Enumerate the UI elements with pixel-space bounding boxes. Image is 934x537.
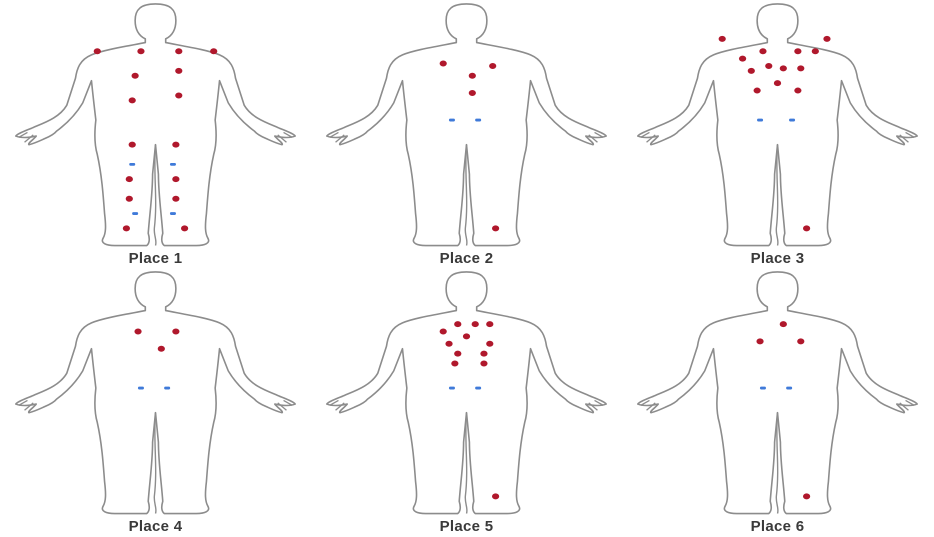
- blue-marker: [170, 163, 176, 166]
- blue-marker: [757, 119, 763, 122]
- red-marker: [94, 48, 101, 54]
- red-marker: [129, 142, 136, 148]
- red-marker: [172, 176, 179, 182]
- body-panel: Place 2: [311, 0, 622, 268]
- body-diagram: [0, 268, 311, 536]
- red-marker: [172, 329, 179, 335]
- red-marker: [803, 225, 810, 231]
- red-marker: [123, 225, 130, 231]
- red-marker: [175, 92, 182, 98]
- body-panel: Place 5: [311, 268, 622, 536]
- red-marker: [719, 36, 726, 42]
- panel-label: Place 6: [622, 518, 933, 535]
- red-marker: [158, 346, 165, 352]
- blue-marker: [132, 212, 138, 215]
- red-marker: [172, 142, 179, 148]
- red-marker: [469, 73, 476, 79]
- red-marker: [175, 48, 182, 54]
- red-marker: [754, 88, 761, 94]
- panel-label: Place 5: [311, 518, 622, 535]
- red-marker: [210, 48, 217, 54]
- body-panel: Place 4: [0, 268, 311, 536]
- red-marker: [445, 341, 452, 347]
- blue-marker: [164, 387, 170, 390]
- leg-gap-line: [154, 145, 156, 246]
- red-marker: [794, 48, 801, 54]
- panel-label: Place 1: [0, 250, 311, 267]
- red-marker: [440, 61, 447, 67]
- red-marker: [803, 493, 810, 499]
- red-marker: [134, 329, 141, 335]
- red-marker: [765, 63, 772, 69]
- red-marker: [137, 48, 144, 54]
- red-marker: [492, 493, 499, 499]
- panel-label: Place 3: [622, 250, 933, 267]
- red-marker: [480, 351, 487, 357]
- body-diagram: [311, 0, 622, 268]
- blue-marker: [475, 119, 481, 122]
- red-marker: [181, 225, 188, 231]
- red-marker: [489, 63, 496, 69]
- leg-gap-line: [776, 413, 778, 514]
- body-diagram: [622, 268, 933, 536]
- blue-marker: [475, 387, 481, 390]
- blue-marker: [170, 212, 176, 215]
- red-marker: [126, 196, 133, 202]
- red-marker: [480, 360, 487, 366]
- red-marker: [759, 48, 766, 54]
- body-panel: Place 6: [622, 268, 933, 536]
- red-marker: [472, 321, 479, 327]
- blue-marker: [760, 387, 766, 390]
- blue-marker: [449, 387, 455, 390]
- red-marker: [739, 56, 746, 62]
- red-marker: [492, 225, 499, 231]
- red-marker: [797, 65, 804, 71]
- red-marker: [454, 321, 461, 327]
- red-marker: [823, 36, 830, 42]
- red-marker: [175, 68, 182, 74]
- red-marker: [469, 90, 476, 96]
- blue-marker: [138, 387, 144, 390]
- leg-gap-line: [154, 413, 156, 514]
- red-marker: [172, 196, 179, 202]
- body-diagram: [0, 0, 311, 268]
- red-marker: [463, 333, 470, 339]
- red-marker: [756, 338, 763, 344]
- red-marker: [780, 65, 787, 71]
- red-marker: [486, 341, 493, 347]
- red-marker: [440, 329, 447, 335]
- red-marker: [797, 338, 804, 344]
- red-marker: [794, 88, 801, 94]
- body-panel: Place 1: [0, 0, 311, 268]
- red-marker: [126, 176, 133, 182]
- red-marker: [812, 48, 819, 54]
- blue-marker: [449, 119, 455, 122]
- blue-marker: [789, 119, 795, 122]
- panel-label: Place 2: [311, 250, 622, 267]
- red-marker: [774, 80, 781, 86]
- panel-label: Place 4: [0, 518, 311, 535]
- leg-gap-line: [776, 145, 778, 246]
- body-diagram: [622, 0, 933, 268]
- body-panel: Place 3: [622, 0, 933, 268]
- red-marker: [748, 68, 755, 74]
- blue-marker: [129, 163, 135, 166]
- red-marker: [486, 321, 493, 327]
- red-marker: [780, 321, 787, 327]
- blue-marker: [786, 387, 792, 390]
- red-marker: [451, 360, 458, 366]
- leg-gap-line: [465, 145, 467, 246]
- leg-gap-line: [465, 413, 467, 514]
- red-marker: [129, 97, 136, 103]
- body-diagram: [311, 268, 622, 536]
- red-marker: [132, 73, 139, 79]
- red-marker: [454, 351, 461, 357]
